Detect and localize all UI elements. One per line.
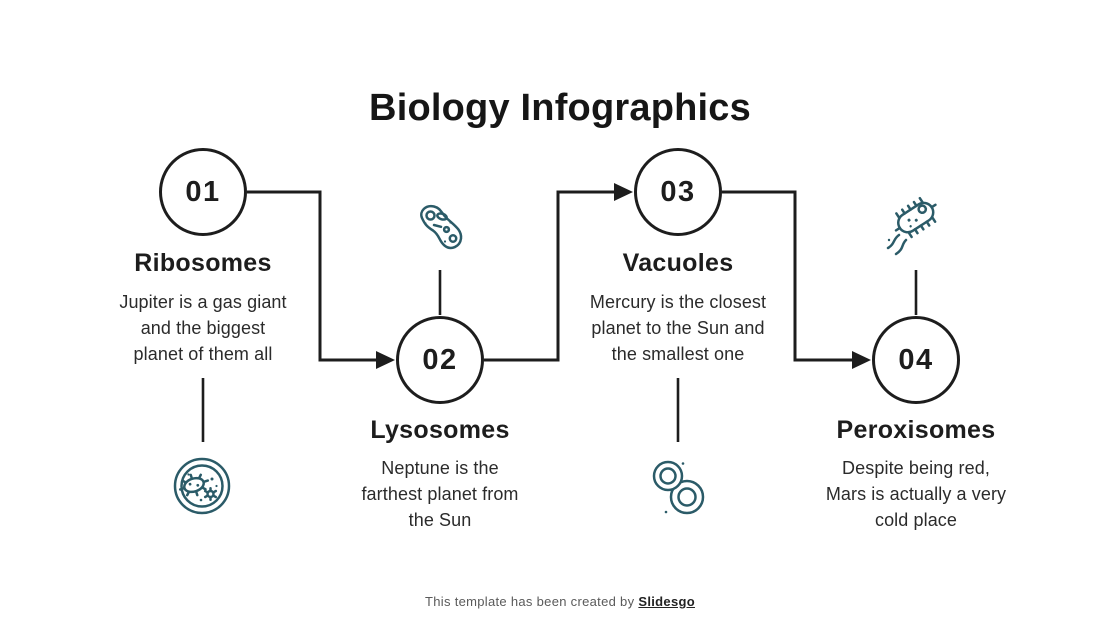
arrowhead-04	[852, 351, 871, 369]
step-circle-02: 02	[396, 316, 484, 404]
connector-03-04	[722, 190, 852, 362]
bacteria-icon	[886, 196, 937, 256]
petri-dish-icon	[173, 457, 231, 515]
step-number: 01	[185, 175, 221, 208]
page-title: Biology Infographics	[369, 87, 751, 130]
section-title-vacuoles: Vacuoles	[622, 249, 734, 277]
footer-text: This template has been created by	[425, 594, 635, 609]
arrowhead-02	[376, 351, 395, 369]
connector-01-02	[247, 190, 377, 362]
step-number: 03	[660, 175, 696, 208]
step-number: 02	[422, 343, 458, 376]
arrowhead-03	[614, 183, 633, 201]
step-circle-04: 04	[872, 316, 960, 404]
section-description: Neptune is the farthest planet from the …	[361, 458, 519, 530]
step-number: 04	[898, 343, 934, 376]
slidesgo-link[interactable]: Slidesgo	[638, 594, 695, 609]
section-description: Jupiter is a gas giant and the biggest p…	[119, 292, 287, 364]
section-description: Despite being red, Mars is actually a ve…	[825, 458, 1007, 530]
step-circle-01: 01	[159, 148, 247, 236]
section-description: Mercury is the closest planet to the Sun…	[589, 292, 767, 364]
section-title-ribosomes: Ribosomes	[134, 249, 272, 277]
amoeba-cell-icon	[420, 204, 463, 250]
section-title-peroxisomes: Peroxisomes	[836, 416, 996, 444]
cell-division-icon	[652, 460, 705, 515]
connector-02-03	[484, 190, 614, 362]
step-circle-03: 03	[634, 148, 722, 236]
section-title-lysosomes: Lysosomes	[370, 416, 510, 444]
